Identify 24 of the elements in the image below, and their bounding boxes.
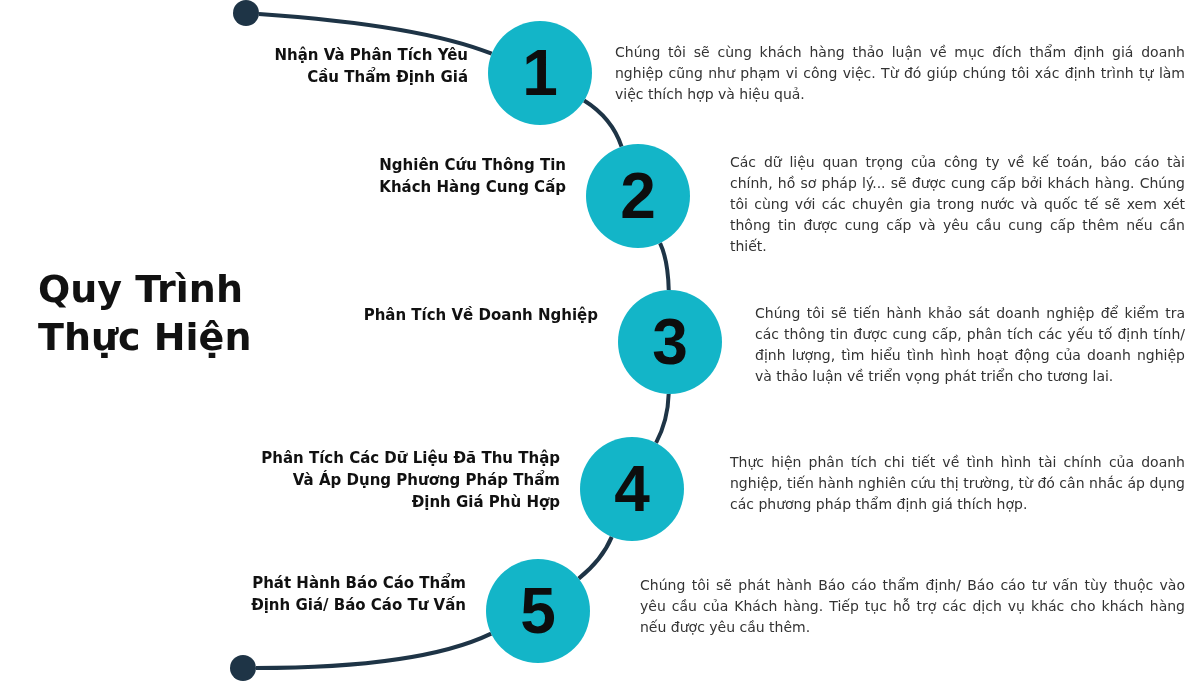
step-description: Các dữ liệu quan trọng của công ty về kế toán, báo cáo tài chính, hồ sơ pháp lý... sẽ được cung cấp bởi khách hàng. Chúng tôi cùng với các chuyên gia trong nước và quốc tế sẽ xem xét thông tin được cung cấp và yêu cầu cung cấp thêm nếu cần thiết. — [730, 153, 1185, 256]
step-number: 2 — [620, 164, 656, 228]
diagram-title: Quy Trình Thực Hiện — [38, 266, 253, 361]
step-title: Nhận Và Phân Tích Yêu Cầu Thẩm Định Giá — [273, 45, 468, 88]
connector-line — [258, 11, 493, 56]
end-dot — [230, 655, 256, 681]
connector-line — [654, 393, 671, 444]
step-number: 4 — [614, 457, 650, 521]
step-description: Chúng tôi sẽ tiến hành khảo sát doanh nghiệp để kiểm tra các thông tin được cung cấp, phân tích các yếu tố định tính/định lượng, tìm hiểu tình hình hoạt động của doanh nghiệp và thảo luận về triển vọng phát triển cho tương lai. — [755, 304, 1185, 386]
step-title: Phát Hành Báo Cáo Thẩm Định Giá/ Báo Cáo Tư Vấn — [250, 573, 466, 616]
step-description: Chúng tôi sẽ phát hành Báo cáo thẩm định/ Báo cáo tư vấn tùy thuộc vào yêu cầu của Khách hàng. Tiếp tục hỗ trợ các dịch vụ khác cho khách hàng nếu được yêu cầu thêm. — [640, 576, 1185, 637]
connector-line — [583, 98, 624, 148]
step-number: 3 — [652, 310, 688, 374]
end-dot — [233, 0, 259, 26]
connector-line — [255, 631, 492, 670]
step-description: Chúng tôi sẽ cùng khách hàng thảo luận về mục đích thẩm định giá doanh nghiệp cũng như phạm vi công việc. Từ đó giúp chúng tôi xác định trình tự làm việc thích hợp và hiệu quả. — [615, 43, 1185, 104]
connector-line — [577, 536, 614, 581]
step-title: Phân Tích Về Doanh Nghiệp — [362, 305, 598, 326]
step-number: 5 — [520, 579, 556, 643]
step-title: Nghiên Cứu Thông Tin Khách Hàng Cung Cấp — [378, 155, 566, 198]
connector-line — [658, 242, 671, 291]
step-description: Thực hiện phân tích chi tiết về tình hình tài chính của doanh nghiệp, tiến hành nghiên cứu thị trường, từ đó cân nhắc áp dụng các phương pháp thẩm định giá thích hợp. — [730, 453, 1185, 514]
step-number: 1 — [522, 41, 558, 105]
step-title: Phân Tích Các Dữ Liệu Đã Thu Thập Và Áp Dụng Phương Pháp Thẩm Định Giá Phù Hợp — [260, 448, 560, 513]
